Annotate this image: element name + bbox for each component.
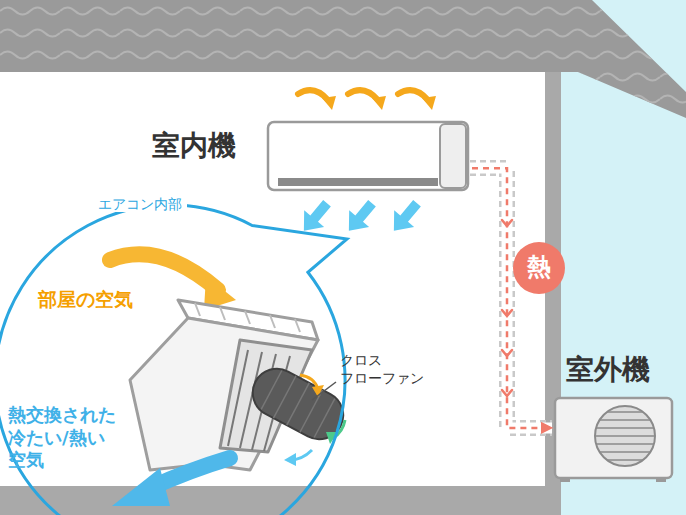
air-in-heads [322,96,436,110]
node-label: 室内機 [152,130,236,162]
node-label: エアコン内部 [93,196,187,212]
callout-circle-shape [0,205,345,515]
heat-circle [513,242,565,294]
refrigerant-pipe [472,168,552,428]
unit-foot [560,478,570,482]
outdoor-unit-body [555,398,672,478]
grille-bar [600,419,651,421]
grille-bar [600,451,651,453]
outdoor-unit: 室外機 [552,350,676,482]
air-out-arrows [294,195,427,239]
grille-bar [607,459,643,461]
node-label: 室外機 [566,354,650,386]
air-label: 部屋の空気 [38,288,133,312]
fan-grille [595,406,655,466]
indoor-unit-body [268,122,468,190]
part-label: クロス フローファン [340,352,432,387]
pipe-tube [470,168,552,428]
callout-circle: エアコン内部 [0,205,345,515]
indoor-unit: 室内機 [150,116,472,194]
unit-foot [656,478,666,482]
room [0,72,545,486]
heat-badge: 熱 [513,242,565,294]
indoor-unit-side [440,124,466,188]
grille-bar [596,443,654,445]
grille-bar [595,435,655,437]
leader-line [312,382,336,400]
floor [0,486,561,515]
roof [0,0,686,118]
node-label: 熱 [527,254,551,282]
air-in-arrows [298,90,428,100]
heat-exchanger [110,254,352,506]
roof-texture [0,0,686,118]
output-air-label: 熱交換された 冷たい/熱い 空気 [8,404,127,472]
callout-outline [0,205,347,515]
air-outlet [278,178,438,186]
grille-bar [607,411,643,413]
pipe-inner [470,168,552,428]
grille-bar [596,427,654,429]
